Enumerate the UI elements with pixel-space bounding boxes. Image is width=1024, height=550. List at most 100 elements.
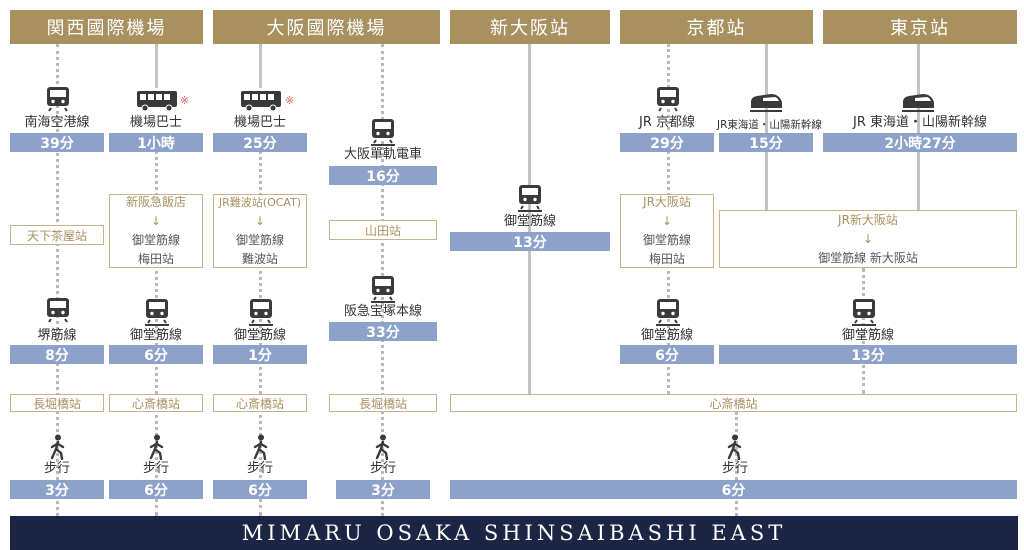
arrow-down: ↓ [254, 214, 266, 228]
travel-time: 33分 [329, 322, 437, 341]
line-label: 大阪單軌電車 [343, 147, 422, 162]
subway-icon [848, 298, 880, 326]
bus-icon [236, 88, 286, 112]
train-icon [42, 297, 74, 323]
walk-time: 3分 [10, 480, 104, 499]
transfer-to: 御堂筋線 [131, 233, 180, 247]
destination-station: 心斎橋站 [213, 394, 307, 412]
travel-time: 8分 [10, 345, 104, 364]
walk-time: 6分 [450, 480, 1017, 499]
line-label: 御堂筋線 [640, 328, 693, 343]
line-label: 御堂筋線 [129, 328, 182, 343]
route-line [528, 44, 531, 394]
transfer-from: JR新大阪站 [838, 212, 898, 227]
walk-time: 3分 [336, 480, 430, 499]
route-line [735, 412, 738, 516]
transfer-box: JR難波站(OCAT) ↓ 御堂筋線 難波站 [213, 194, 307, 268]
destination-station: 長堀橋站 [10, 394, 104, 412]
header-osaka-airport: 大阪國際機場 [213, 10, 440, 44]
transfer-from: JR大阪站 [643, 195, 691, 209]
line-label: 機場巴士 [233, 115, 286, 130]
line-label: 御堂筋線 [503, 214, 556, 229]
transfer-station: 山田站 [329, 220, 437, 240]
walk-icon [722, 432, 748, 460]
line-label: JR 東海道・山陽新幹線 [853, 115, 987, 130]
header-shin-osaka: 新大阪站 [450, 10, 610, 44]
shinkansen-icon [748, 88, 784, 112]
travel-time: 15分 [719, 133, 813, 152]
route-line [259, 44, 262, 88]
transfer-station: 難波站 [241, 252, 278, 266]
note-mark: ※ [285, 94, 295, 107]
transfer-to: 御堂筋線 新大阪站 [818, 250, 918, 265]
note-mark: ※ [180, 94, 190, 107]
walk-icon [248, 432, 274, 460]
subway-icon [141, 298, 173, 326]
route-line [862, 268, 865, 394]
walk-time: 6分 [109, 480, 203, 499]
route-line [765, 44, 768, 210]
route-line [155, 44, 158, 88]
route-line [917, 44, 920, 210]
transfer-box: 新阪急飯店 ↓ 御堂筋線 梅田站 [109, 194, 203, 268]
header-tokyo: 東京站 [823, 10, 1017, 44]
monorail-icon [367, 118, 399, 146]
header-kansai-airport: 関西國際機場 [10, 10, 203, 44]
travel-time: 13分 [450, 232, 610, 251]
walk-time: 6分 [213, 480, 307, 499]
transfer-box: JR大阪站 ↓ 御堂筋線 梅田站 [620, 194, 714, 268]
transfer-station: 天下茶屋站 [10, 225, 104, 245]
walk-label: 步行 [369, 461, 396, 476]
walk-label: 步行 [43, 461, 70, 476]
subway-icon [367, 275, 399, 303]
line-label: 御堂筋線 [233, 328, 286, 343]
subway-icon [514, 184, 546, 212]
route-line [259, 150, 262, 516]
route-line [56, 44, 59, 516]
travel-time: 2小時27分 [823, 133, 1017, 152]
arrow-down: ↓ [150, 214, 162, 228]
line-label: 南海空港線 [24, 115, 90, 130]
bus-icon [132, 88, 182, 112]
destination-station: 長堀橋站 [329, 394, 437, 412]
walk-label: 步行 [246, 461, 273, 476]
travel-time: 29分 [620, 133, 714, 152]
route-line [155, 150, 158, 516]
walk-label: 步行 [721, 461, 748, 476]
walk-icon [370, 432, 396, 460]
transfer-from: JR難波站(OCAT) [218, 196, 302, 209]
transfer-box: JR新大阪站 ↓ 御堂筋線 新大阪站 [719, 210, 1017, 268]
transfer-station: 梅田站 [648, 252, 685, 266]
walk-icon [45, 432, 71, 460]
line-label: JR 京都線 [639, 115, 695, 130]
travel-time: 1分 [213, 345, 307, 364]
travel-time: 39分 [10, 133, 104, 152]
transfer-from: 新阪急飯店 [125, 195, 186, 209]
train-icon [42, 86, 74, 112]
line-label: 御堂筋線 [841, 328, 894, 343]
header-kyoto: 京都站 [620, 10, 813, 44]
travel-time: 13分 [719, 345, 1017, 364]
destination-station: 心斎橋站 [109, 394, 203, 412]
travel-time: 25分 [213, 133, 307, 152]
shinkansen-icon [900, 88, 936, 112]
destination-station: 心斎橋站 [450, 394, 1017, 412]
travel-time: 6分 [109, 345, 203, 364]
walk-icon [144, 432, 170, 460]
transfer-to: 御堂筋線 [235, 233, 284, 247]
arrow-down: ↓ [862, 231, 874, 246]
subway-icon [245, 298, 277, 326]
walk-label: 步行 [142, 461, 169, 476]
train-icon [652, 86, 684, 112]
arrow-down: ↓ [661, 214, 673, 228]
subway-icon [652, 298, 684, 326]
line-label: 機場巴士 [129, 115, 182, 130]
transfer-station: 梅田站 [137, 252, 174, 266]
travel-time: 6分 [620, 345, 714, 364]
travel-time: 1小時 [109, 133, 203, 152]
transfer-to: 御堂筋線 [642, 233, 691, 247]
travel-time: 16分 [329, 166, 437, 185]
hotel-name-banner: MIMARU OSAKA SHINSAIBASHI EAST [10, 516, 1018, 550]
line-label: JR東海道・山陽新幹線 [717, 119, 822, 131]
line-label: 阪急宝塚本線 [343, 304, 422, 319]
